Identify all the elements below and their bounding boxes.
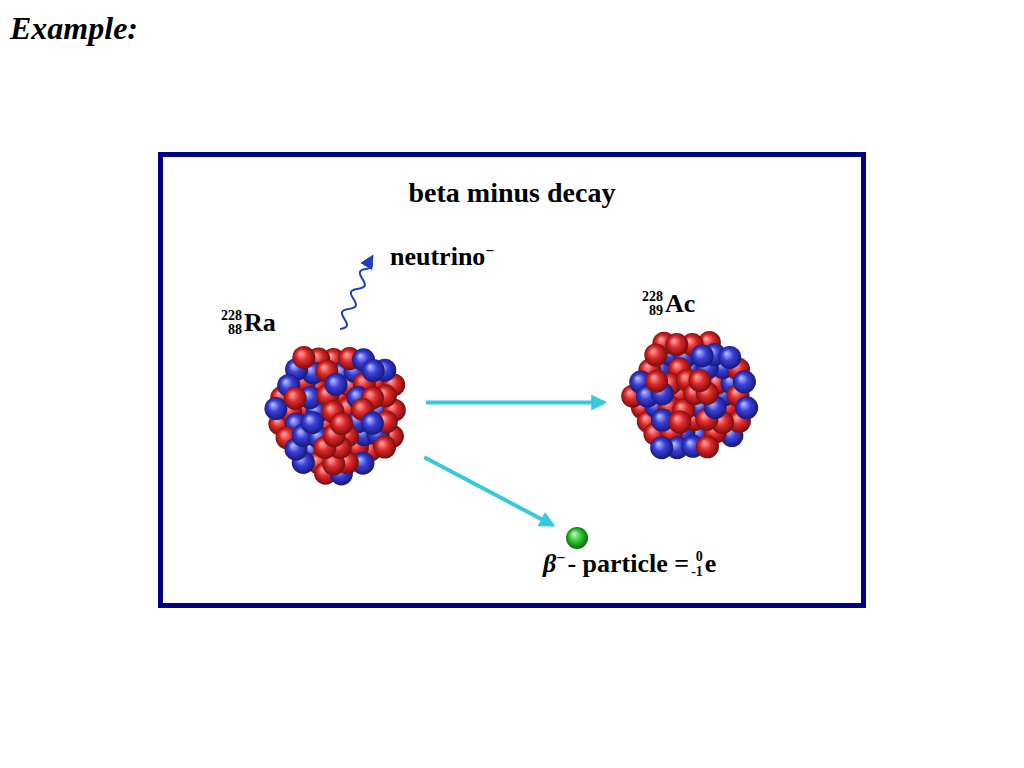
number-stack: 22889 (642, 290, 663, 319)
isotope-label: 22888Ra (219, 309, 276, 338)
nucleon (645, 370, 668, 393)
nucleus-art (259, 334, 411, 486)
nucleon (668, 411, 691, 434)
nucleon (650, 436, 673, 459)
nucleon (330, 412, 353, 435)
particle-name: neutrino (390, 243, 485, 272)
nucleon (733, 370, 756, 393)
symbol-text: Ra (244, 309, 276, 338)
neutrino-label: neutrino− (390, 243, 494, 272)
neutrino-track (340, 257, 372, 329)
nuclide-number: 228 (221, 309, 242, 324)
nucleon (696, 435, 719, 458)
decay-arrow (426, 401, 604, 405)
page-title: Example: (10, 10, 138, 47)
symbol-text: e (705, 550, 717, 579)
particle-name: − (485, 243, 494, 259)
nucleon (373, 436, 396, 459)
nucleon (324, 373, 347, 396)
nucleon (644, 343, 667, 366)
nucleon (691, 344, 714, 367)
isotope-label: 22889Ac (640, 290, 695, 319)
nucleon (665, 333, 688, 356)
nuclide-number: 0 (696, 550, 703, 565)
nucleon (292, 346, 315, 369)
nucleon (301, 411, 324, 434)
nucleon (361, 412, 384, 435)
nucleon (718, 346, 741, 369)
number-stack: 0-1 (691, 550, 703, 579)
nuclide-number: -1 (691, 565, 703, 580)
symbol-text: β (543, 550, 556, 579)
symbol-text: − (556, 550, 565, 566)
nuclide-number: 89 (649, 304, 663, 319)
diagram-frame: beta minus decay22888Ra22889Acβ−- partic… (158, 152, 866, 608)
beta-particle: β−- particle =0-1e (565, 526, 589, 550)
symbol-text: - particle = (567, 550, 689, 579)
nucleus: 22889Ac (618, 323, 762, 467)
connector-layer (163, 157, 861, 603)
number-stack: 22888 (221, 309, 242, 338)
diagram-heading: beta minus decay (163, 177, 861, 209)
nucleon (284, 387, 307, 410)
nucleon (688, 369, 711, 392)
nuclide-number: 228 (642, 290, 663, 305)
particle-art (565, 526, 589, 550)
nucleus: 22888Ra (259, 334, 411, 486)
nucleon (735, 396, 758, 419)
nucleon (362, 359, 385, 382)
particle-label: β−- particle =0-1e (543, 550, 716, 579)
nuclide-number: 88 (228, 323, 242, 338)
decay-arrow (424, 457, 552, 525)
particle-ball (566, 527, 588, 549)
nucleus-art (618, 323, 762, 467)
symbol-text: Ac (665, 290, 695, 319)
